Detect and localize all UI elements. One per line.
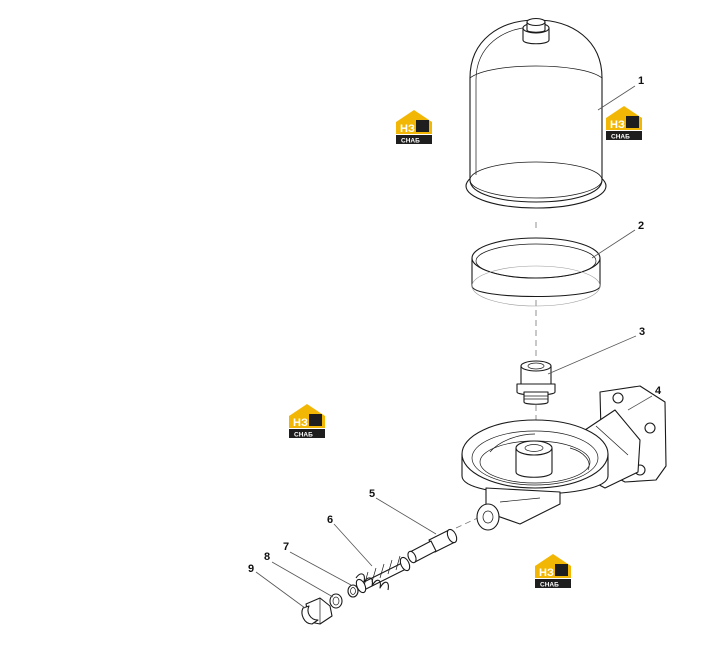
callout-6: 6 xyxy=(327,514,333,526)
logo-sub: СНАБ xyxy=(294,432,313,439)
logo-mark: НЗ xyxy=(293,417,308,429)
part-7-o-ring xyxy=(347,584,359,598)
callout-7: 7 xyxy=(283,541,289,553)
logo-sub: СНАБ xyxy=(401,138,420,145)
part-4-filter-housing xyxy=(461,385,667,531)
part-5-piston xyxy=(407,528,458,564)
callout-5: 5 xyxy=(369,488,375,500)
watermark-logo-1: НЗ СНАБ xyxy=(396,110,432,145)
part-8-washer xyxy=(329,593,343,609)
watermark-logo-3: НЗ СНАБ xyxy=(289,404,325,439)
logo-mark: НЗ xyxy=(610,119,625,131)
part-6-spring xyxy=(355,555,411,594)
watermark-logo-4: НЗ СНАБ xyxy=(535,554,571,589)
callout-4: 4 xyxy=(655,385,662,397)
callout-8: 8 xyxy=(264,551,270,563)
part-9-plug xyxy=(301,597,333,625)
callout-1: 1 xyxy=(638,75,644,87)
part-1-filter-bowl xyxy=(465,17,607,209)
logo-sub: СНАБ xyxy=(611,134,630,141)
leader-lines xyxy=(255,85,653,609)
part-2-seal-ring xyxy=(471,237,601,307)
logo-sub: СНАБ xyxy=(540,582,559,589)
part-3-fitting xyxy=(516,360,556,405)
logo-mark: НЗ xyxy=(539,567,554,579)
callout-2: 2 xyxy=(638,220,644,232)
callout-3: 3 xyxy=(639,326,645,338)
callout-labels: 1 2 3 4 5 6 7 8 9 xyxy=(248,75,662,575)
logo-mark: НЗ xyxy=(400,123,415,135)
watermark-logo-2: НЗ СНАБ xyxy=(606,106,642,141)
callout-9: 9 xyxy=(248,563,254,575)
